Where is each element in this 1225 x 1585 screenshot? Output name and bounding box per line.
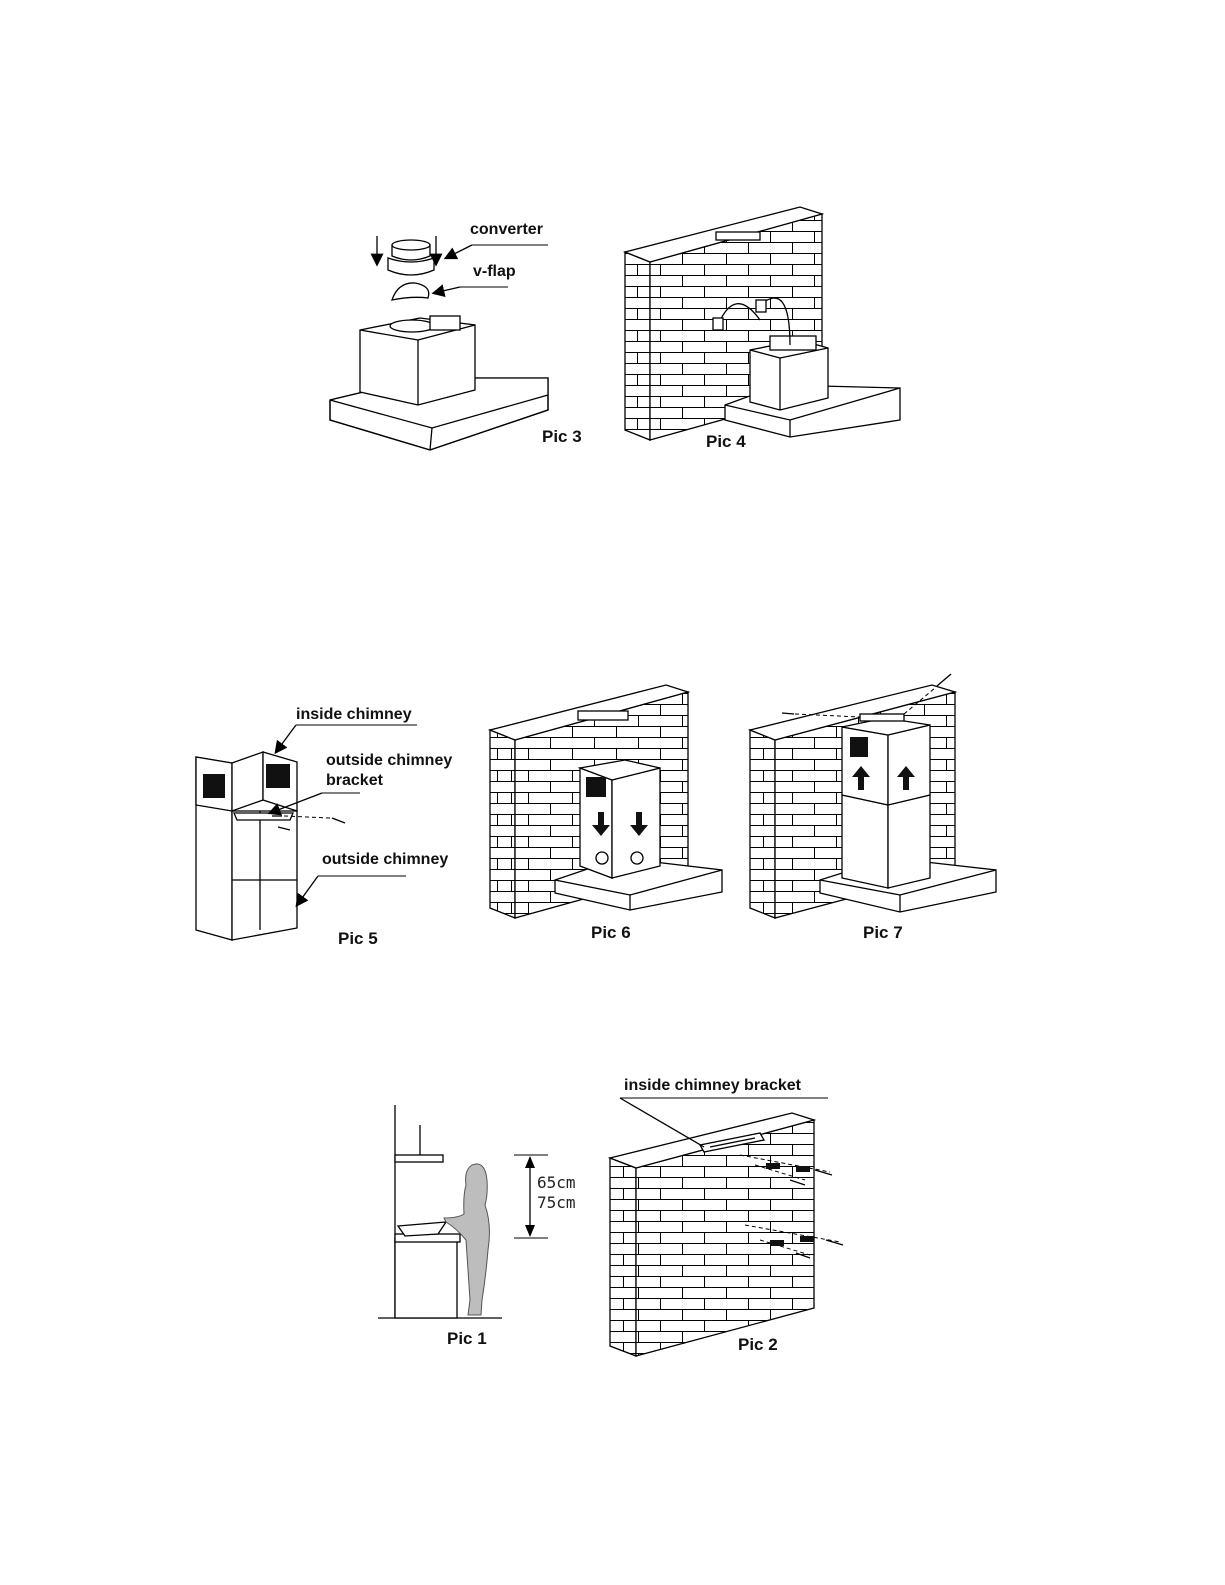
wall-plug — [713, 318, 723, 330]
figure-pic7: Pic 7 — [750, 674, 996, 942]
figure-pic1: 65cm 75cm Pic 1 — [378, 1105, 576, 1348]
vent-grille — [266, 764, 290, 788]
vent-grille — [850, 737, 868, 757]
wall-bracket — [860, 714, 904, 721]
down-arrow-icon — [525, 1225, 535, 1237]
figure-pic6: Pic 6 — [490, 685, 722, 942]
wall-plug — [756, 300, 766, 312]
pic5-caption: Pic 5 — [338, 929, 378, 948]
motor-top — [770, 336, 816, 350]
motor-outlet — [390, 320, 434, 332]
hood-outline — [395, 1155, 443, 1162]
outside-chimney-front — [888, 795, 930, 888]
v-flap-part — [392, 283, 429, 300]
pic4-caption: Pic 4 — [706, 432, 746, 451]
inside-chimney-label: inside chimney — [296, 706, 412, 723]
screw-icon — [937, 674, 951, 686]
screw-icon — [826, 1240, 843, 1245]
wall-plug — [800, 1236, 814, 1242]
wall-plug — [796, 1166, 810, 1172]
kitchen-counter — [395, 1240, 457, 1318]
pic1-caption: Pic 1 — [447, 1329, 487, 1348]
vent-grille — [203, 774, 225, 798]
brick-wall-side — [610, 1158, 636, 1356]
figure-pic3: converter v-flap Pic 3 — [330, 221, 582, 450]
figure-pic5: inside chimney outside chimney bracket o… — [196, 706, 452, 948]
outside-chimney-left — [842, 795, 888, 888]
wall-bracket — [578, 711, 628, 720]
outside-chimney-bracket-label-line1: outside chimney — [326, 752, 452, 769]
dimension-min-label: 65cm — [537, 1173, 576, 1192]
wall-bracket — [716, 232, 760, 240]
up-arrow-icon — [525, 1156, 535, 1168]
pic3-caption: Pic 3 — [542, 427, 582, 446]
brick-wall-side — [625, 252, 650, 440]
wall-plug — [766, 1163, 780, 1169]
sink-bowl — [398, 1222, 446, 1236]
dimension-max-label: 75cm — [537, 1193, 576, 1212]
outside-chimney-back — [232, 811, 297, 940]
inside-chimney-front — [888, 725, 930, 805]
screw-icon — [782, 713, 794, 714]
inside-chimney-bracket-label: inside chimney bracket — [624, 1077, 802, 1094]
pic7-caption: Pic 7 — [863, 923, 903, 942]
converter-part — [388, 240, 434, 275]
screw-circle — [631, 852, 643, 864]
screw-circle — [596, 852, 608, 864]
converter-label: converter — [470, 221, 543, 238]
outside-chimney-label: outside chimney — [322, 851, 448, 868]
brick-wall-side — [490, 730, 515, 918]
motor-bracket — [430, 316, 460, 330]
brick-wall-side — [750, 730, 775, 918]
outside-chimney-bracket-label-line2: bracket — [326, 772, 384, 789]
pic2-caption: Pic 2 — [738, 1335, 778, 1354]
v-flap-label: v-flap — [473, 263, 516, 280]
pic6-caption: Pic 6 — [591, 923, 631, 942]
figure-pic4: Pic 4 — [625, 207, 900, 451]
inside-chimney-front — [232, 752, 263, 811]
wall-plug — [770, 1240, 784, 1246]
vent-grille — [586, 777, 606, 797]
figure-pic2: inside chimney bracket Pic 2 — [610, 1077, 843, 1356]
